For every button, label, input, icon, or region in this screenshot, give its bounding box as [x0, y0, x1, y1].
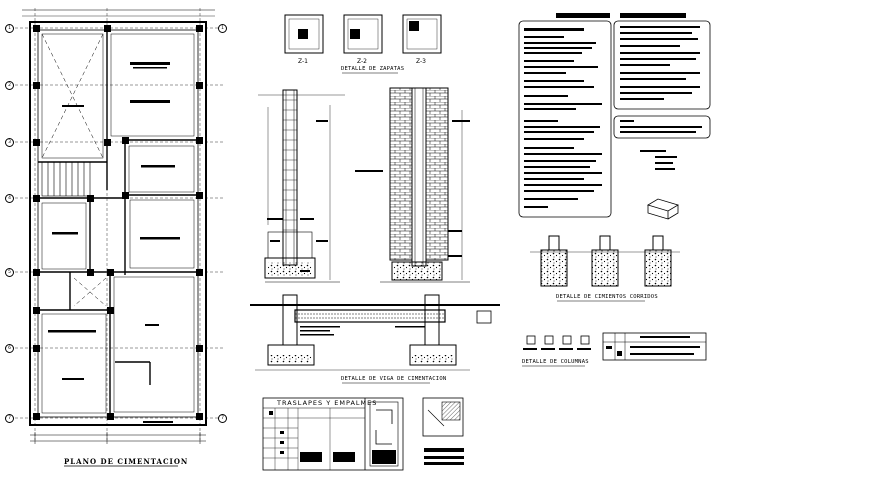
grid-bubble-6: 6 — [5, 344, 14, 353]
grid-bubble-5: 5 — [5, 268, 14, 277]
beam-title: DETALLE DE VIGA DE CIMENTACION — [341, 376, 447, 382]
notes-panels — [518, 13, 711, 220]
footing-label-z1: Z-1 — [298, 58, 308, 65]
grid-bubble-2: 2 — [5, 81, 14, 90]
strip-footing-details — [530, 235, 680, 302]
laps-table — [262, 397, 404, 471]
grid-bubble-right-1: 1 — [218, 24, 227, 33]
footings-title: DETALLE DE ZAPATAS — [341, 66, 405, 72]
grid-bubble-7: 7 — [5, 414, 14, 423]
foundation-plan — [10, 8, 225, 467]
column-details — [522, 332, 707, 367]
corner-detail — [422, 397, 464, 465]
footing-label-z2: Z-2 — [357, 58, 367, 65]
columns-title: DETALLE DE COLUMNAS — [522, 359, 589, 365]
column-sections — [258, 87, 470, 283]
strip-title: DETALLE DE CIMIENTOS CORRIDOS — [556, 294, 658, 300]
grid-bubble-1: 1 — [5, 24, 14, 33]
grid-bubble-4: 4 — [5, 194, 14, 203]
footing-label-z3: Z-3 — [416, 58, 426, 65]
foundation-beam-detail — [250, 294, 500, 384]
laps-title: TRASLAPES Y EMPALMES — [277, 399, 378, 407]
footing-details — [284, 14, 442, 74]
grid-bubble-right-7: 7 — [218, 414, 227, 423]
plan-title: PLANO DE CIMENTACION — [64, 457, 189, 466]
grid-bubble-3: 3 — [5, 138, 14, 147]
